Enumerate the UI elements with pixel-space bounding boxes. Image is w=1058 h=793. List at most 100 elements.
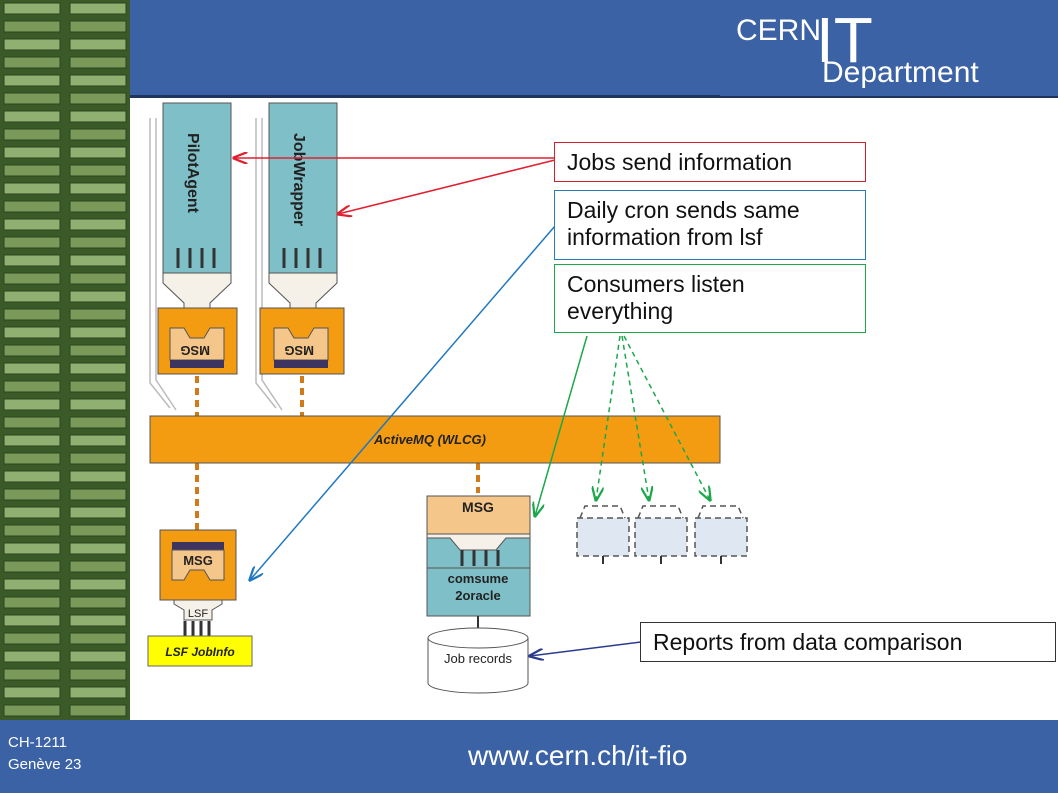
rack-slat xyxy=(69,20,127,33)
rack-slat xyxy=(3,290,61,303)
rack-slat xyxy=(3,452,61,465)
rack-slat xyxy=(69,164,127,177)
rack-slat xyxy=(3,146,61,159)
footer-address-line1: CH-1211 xyxy=(8,734,67,751)
rack-slat xyxy=(3,524,61,537)
rack-slat xyxy=(69,236,127,249)
pilot-agent-label: PilotAgent xyxy=(184,133,201,214)
activemq-broker: ActiveMQ (WLCG) xyxy=(149,415,721,464)
rack-slat xyxy=(3,416,61,429)
rack-slat xyxy=(3,128,61,141)
rack-slat xyxy=(69,596,127,609)
job-wrapper-producer: JobWrapper MSG xyxy=(259,102,345,375)
navy-arrow xyxy=(530,641,642,656)
consumer-line2: 2oracle xyxy=(455,588,501,603)
rack-slat xyxy=(69,434,127,447)
broker-label: ActiveMQ (WLCG) xyxy=(373,432,486,447)
rack-slat xyxy=(69,560,127,573)
rack-slat xyxy=(3,614,61,627)
rack-slat xyxy=(3,20,61,33)
rack-slat xyxy=(3,470,61,483)
rack-slat xyxy=(69,542,127,555)
callout-daily-cron: Daily cron sends same information from l… xyxy=(554,190,866,260)
green-arrow-solid xyxy=(535,335,588,516)
rack-slat xyxy=(69,272,127,285)
job-records-database: Job records xyxy=(427,627,529,694)
rack-slat xyxy=(3,542,61,555)
callout-jobs-send: Jobs send information xyxy=(554,142,866,182)
footer-url: www.cern.ch/it-fio xyxy=(468,740,688,771)
rack-slat xyxy=(3,596,61,609)
rack-slat xyxy=(69,524,127,537)
rack-slat xyxy=(69,632,127,645)
rack-slat xyxy=(3,236,61,249)
rack-slat xyxy=(69,38,127,51)
rack-slat xyxy=(69,344,127,357)
rack-slat xyxy=(3,326,61,339)
rack-slat xyxy=(3,668,61,681)
callout-reports: Reports from data comparison xyxy=(640,622,1056,662)
rack-slat xyxy=(69,74,127,87)
rack-slat xyxy=(3,254,61,267)
rack-slat xyxy=(69,56,127,69)
rack-slat xyxy=(3,650,61,663)
rack-slat xyxy=(69,110,127,123)
rack-slat xyxy=(3,92,61,105)
rack-slat xyxy=(69,128,127,141)
rack-slat xyxy=(3,704,61,717)
rack-slat xyxy=(69,650,127,663)
rack-slat xyxy=(69,146,127,159)
lsf-jobinfo-label: LSF JobInfo xyxy=(165,645,234,659)
rack-slat xyxy=(69,668,127,681)
consumer-line1: comsume xyxy=(448,571,509,586)
rack-slat xyxy=(3,578,61,591)
rack-slat xyxy=(3,218,61,231)
rack-slat xyxy=(69,290,127,303)
server-rack-photo xyxy=(0,0,130,720)
lsf-msg-label: MSG xyxy=(183,553,213,568)
cern-it-logo: CERN IT Department xyxy=(720,0,1058,96)
logo-department-text: Department xyxy=(822,56,979,89)
rack-slat xyxy=(3,362,61,375)
lsf-producer: MSG LSF LSF JobInfo xyxy=(147,529,253,667)
rack-slat xyxy=(69,704,127,717)
rack-slat xyxy=(3,398,61,411)
rack-slat xyxy=(3,434,61,447)
rack-slat xyxy=(69,452,127,465)
rack-slat xyxy=(3,2,61,15)
rack-slat xyxy=(69,254,127,267)
diagram-area: PilotAgent MSG JobWrapper MSG xyxy=(130,98,1058,720)
rack-slat xyxy=(3,506,61,519)
logo-it-text: IT xyxy=(816,4,873,76)
rack-slat xyxy=(69,506,127,519)
rack-slat xyxy=(69,398,127,411)
rack-slat xyxy=(69,362,127,375)
rack-slat xyxy=(3,380,61,393)
rack-slat xyxy=(3,182,61,195)
consumer-msg-label: MSG xyxy=(462,499,494,515)
rack-slat xyxy=(69,2,127,15)
green-arrows-dashed xyxy=(596,335,710,500)
rack-slat xyxy=(3,110,61,123)
rack-slat xyxy=(3,56,61,69)
red-arrows xyxy=(234,158,556,214)
rack-slat xyxy=(3,632,61,645)
callout-consumers: Consumers listen everything xyxy=(554,264,866,333)
rack-slat xyxy=(69,614,127,627)
rack-slat xyxy=(69,470,127,483)
footer-address-line2: Genève 23 xyxy=(8,756,82,773)
rack-slat xyxy=(69,326,127,339)
pilot-msg-label: MSG xyxy=(180,343,210,358)
rack-slat xyxy=(69,380,127,393)
other-consumers xyxy=(576,505,748,557)
rack-slat xyxy=(69,308,127,321)
rack-slat xyxy=(3,560,61,573)
rack-slat xyxy=(3,344,61,357)
rack-slat xyxy=(3,488,61,501)
oracle-consumer: MSG comsume 2oracle xyxy=(426,495,531,634)
rack-slat xyxy=(69,686,127,699)
footer-bar: CH-1211 Genève 23 www.cern.ch/it-fio xyxy=(0,720,1058,793)
rack-slat xyxy=(69,416,127,429)
rack-slat xyxy=(69,200,127,213)
rack-slat xyxy=(3,272,61,285)
